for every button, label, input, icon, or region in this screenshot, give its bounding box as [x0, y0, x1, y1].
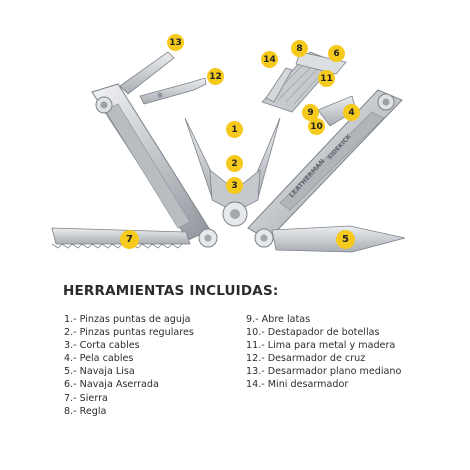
callout-2: 2	[226, 155, 243, 172]
callout-14: 14	[261, 51, 278, 68]
list-item: 1.- Pinzas puntas de aguja	[64, 314, 191, 325]
callout-9: 9	[302, 104, 319, 121]
multitool-figure: LEATHERMAN SIDEKICK 13 12 14 8 6 11	[51, 34, 406, 253]
callout-10: 10	[308, 118, 325, 135]
multitool-illustration: LEATHERMAN SIDEKICK	[51, 51, 406, 253]
callout-13: 13	[167, 34, 184, 51]
list-item: 10.- Destapador de botellas	[246, 327, 380, 339]
list-item: 8.- Regla	[64, 405, 107, 417]
callout-8: 8	[291, 40, 308, 57]
callout-11: 11	[318, 70, 335, 87]
callout-3: 3	[226, 177, 243, 194]
list-item: 3.- Corta cables	[64, 340, 140, 352]
list-item: 13.- Desarmador plano mediano	[246, 366, 402, 378]
list-item: 2.- Pinzas puntas regulares	[64, 327, 194, 339]
callout-6: 6	[328, 45, 345, 62]
list-item: 5.- Navaja Lisa	[64, 366, 135, 378]
tool-list-right: 9.- Abre latas 10.- Destapador de botell…	[246, 313, 401, 392]
list-item: 7.- Sierra	[64, 392, 108, 404]
list-item: 14.- Mini desarmador	[246, 379, 349, 391]
tool-list-left: 1.- Pinzas puntas de aguja 2.- Pinzas pu…	[64, 313, 194, 418]
tools-heading: HERRAMIENTAS INCLUIDAS:	[63, 283, 279, 299]
list-item: 6.- Navaja Aserrada	[64, 379, 159, 391]
mini-screwdriver-tool	[265, 67, 293, 103]
callout-4: 4	[343, 104, 360, 121]
callout-5: 5	[336, 230, 355, 249]
callout-12: 12	[207, 68, 224, 85]
callout-1: 1	[226, 121, 243, 138]
callout-7: 7	[120, 230, 139, 249]
list-item: 12.- Desarmador de cruz	[246, 353, 366, 365]
list-item: 9.- Abre latas	[246, 314, 311, 325]
list-item: 11.- Lima para metal y madera	[246, 340, 396, 352]
flat-screwdriver-tool	[119, 51, 175, 95]
list-item: 4.- Pela cables	[64, 353, 134, 365]
phillips-screwdriver-tool	[139, 77, 207, 105]
